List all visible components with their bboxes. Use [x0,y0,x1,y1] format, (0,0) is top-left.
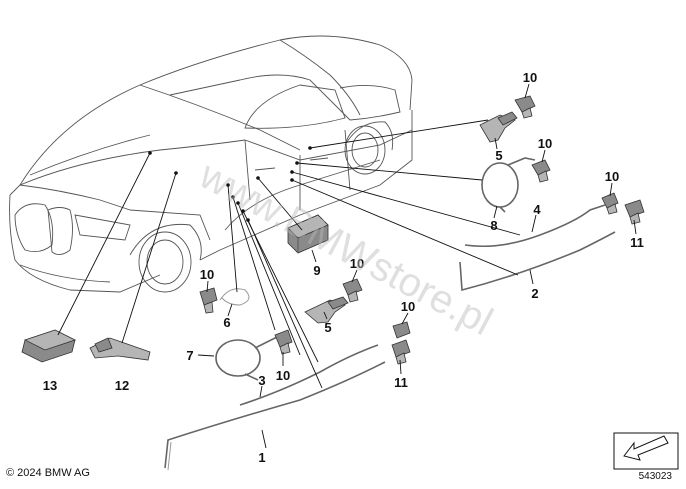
part-10-sensor-f[interactable] [392,321,411,339]
part-10-sensor-a[interactable] [514,95,536,119]
callout-10d: 10 [200,267,214,282]
part-4-cable[interactable] [464,204,606,248]
part-7-cable-loop[interactable] [215,334,286,381]
part-10-sensor-d[interactable] [199,287,218,314]
callout-6: 6 [223,315,230,330]
callout-13: 13 [43,378,57,393]
callout-10c: 10 [605,169,619,184]
callout-3: 3 [258,373,265,388]
part-6-cable[interactable] [219,288,250,306]
leader-lines [57,83,637,449]
part-10-sensor-b[interactable] [531,159,551,183]
callout-10b: 10 [538,136,552,151]
copyright-text: © 2024 BMW AG [6,467,90,479]
callout-4: 4 [533,202,541,217]
part-3-cable[interactable] [239,344,379,406]
callout-8: 8 [490,218,497,233]
part-10-sensor-e[interactable] [342,278,363,303]
arrow-right-icon [623,435,669,461]
part-10-sensor-c[interactable] [601,192,619,215]
callout-10g: 10 [276,368,290,383]
diagram-number: 543023 [639,471,673,482]
callout-5b: 5 [324,320,331,335]
part-11-sensor-b[interactable] [391,339,411,365]
part-10-sensor-g[interactable] [274,329,293,355]
part-9-control-unit[interactable] [287,214,329,254]
callout-12: 12 [115,378,129,393]
part-11-sensor-a[interactable] [624,199,645,225]
callout-10f: 10 [401,299,415,314]
callout-10a: 10 [523,70,537,85]
callout-2: 2 [531,286,538,301]
part-8-cable-loop[interactable] [481,157,536,213]
callout-11b: 11 [394,375,408,390]
callout-5a: 5 [495,148,502,163]
part-2-cable[interactable] [459,231,616,292]
corner-symbol-box [613,432,679,470]
callout-7: 7 [186,348,193,363]
callout-9: 9 [313,263,320,278]
part-13-module[interactable] [21,329,77,363]
callout-11a: 11 [630,235,644,250]
callout-10e: 10 [350,256,364,271]
part-5-bracket-lower[interactable] [304,296,349,324]
callout-labels: 1 2 3 4 5 5 6 7 8 9 10 10 10 10 10 10 10… [43,70,644,465]
callout-1: 1 [258,450,265,465]
part-5-bracket-upper[interactable] [479,111,518,143]
part-1-cable[interactable] [164,361,386,471]
part-12-bracket[interactable] [89,337,151,361]
